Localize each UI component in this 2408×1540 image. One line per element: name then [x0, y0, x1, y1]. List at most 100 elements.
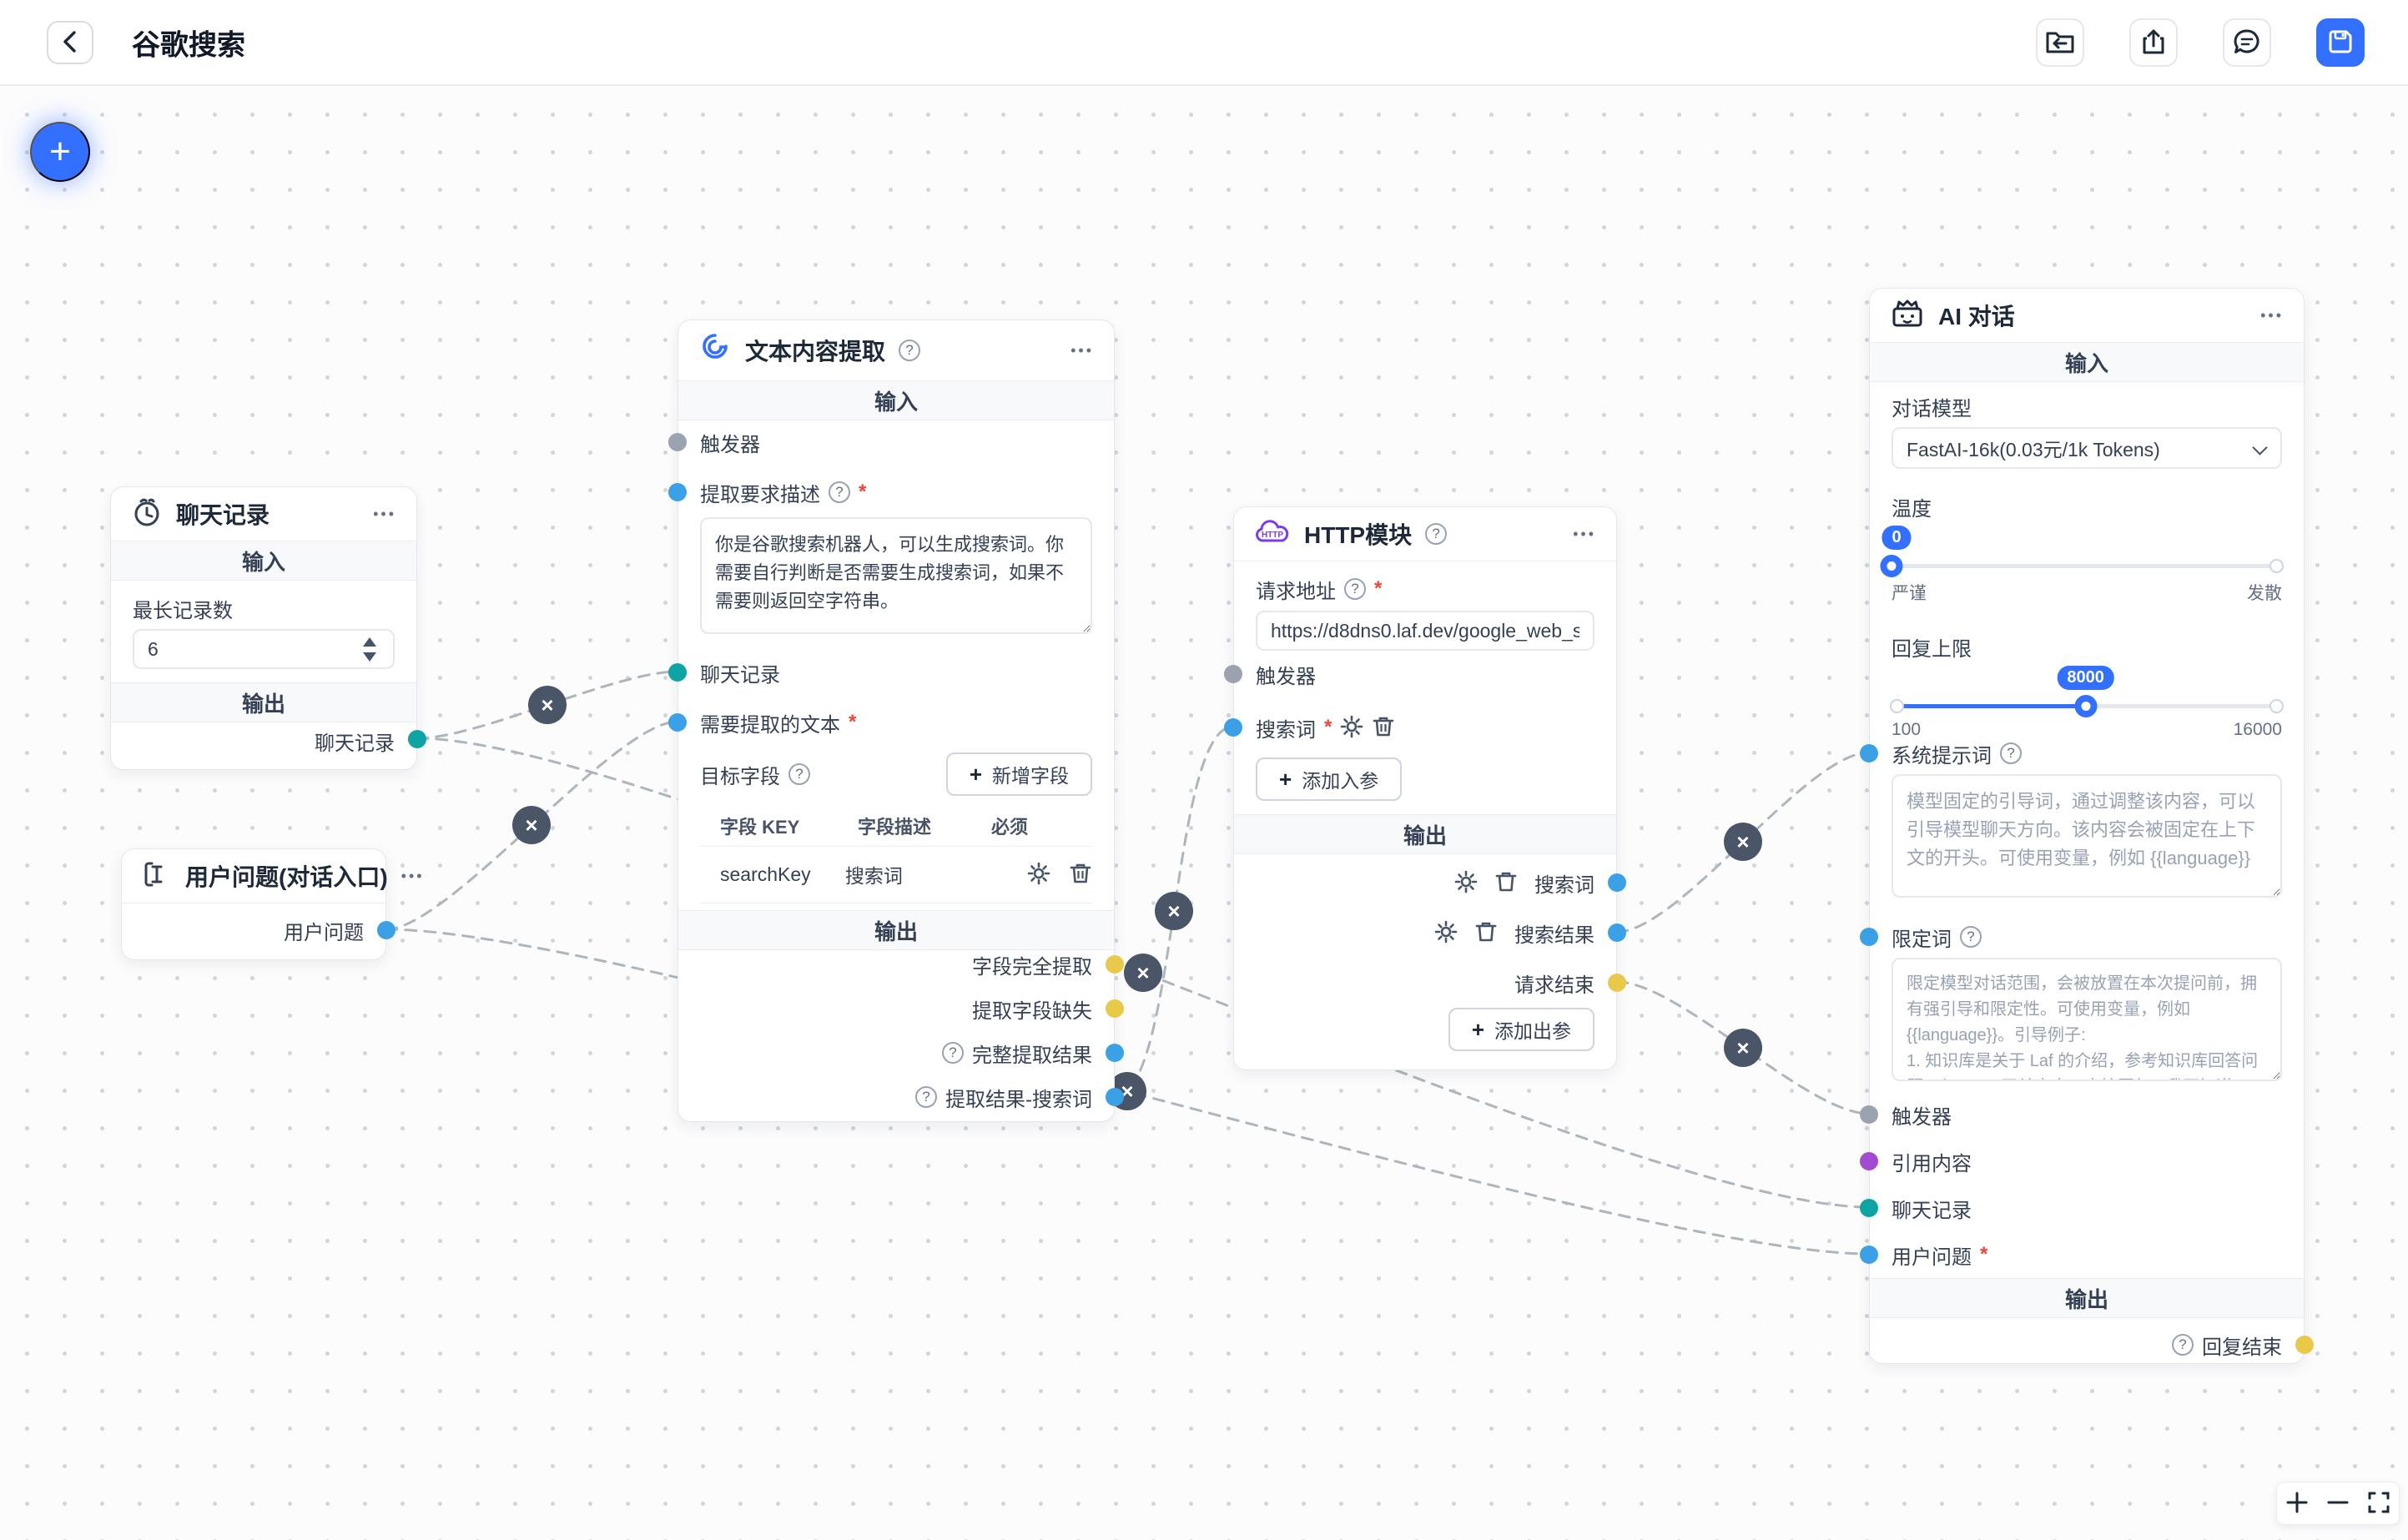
node-header: 文本内容提取 ? •••: [678, 320, 1114, 380]
wire-delete-button[interactable]: ×: [1155, 892, 1193, 930]
port-out-chat-history[interactable]: [408, 730, 426, 748]
port-in-user-question[interactable]: [1860, 1246, 1878, 1264]
port-in-chat-history[interactable]: [668, 663, 687, 682]
node-content-extract[interactable]: 文本内容提取 ? ••• 输入 触发器 提取要求描述 ? * 你是谷歌搜索机器人…: [668, 320, 1124, 1122]
port-out-search-word[interactable]: [1608, 873, 1626, 892]
zoom-out-button[interactable]: [2325, 1490, 2350, 1517]
add-output-param-button[interactable]: + 添加出参: [1448, 1008, 1594, 1051]
slider-value-badge: 8000: [2057, 666, 2114, 690]
port-in-trigger[interactable]: [1860, 1105, 1878, 1124]
step-down-icon[interactable]: [363, 652, 376, 662]
port-out-reply-end[interactable]: [2295, 1336, 2314, 1354]
port-in-quote[interactable]: [1860, 1152, 1878, 1170]
node-chat-history[interactable]: 聊天记录 ••• 输入 最长记录数 6 输出 聊天记录: [110, 486, 426, 770]
port-in-extract-desc[interactable]: [668, 483, 687, 501]
help-icon[interactable]: ?: [2000, 742, 2022, 764]
help-icon[interactable]: ?: [899, 340, 921, 361]
system-prompt-textarea[interactable]: [1892, 774, 2282, 898]
param-settings-button[interactable]: [1340, 715, 1363, 741]
port-in-trigger[interactable]: [668, 433, 687, 451]
node-http[interactable]: HTTP HTTP模块 ? ••• 请求地址 ? * https://d8dns…: [1224, 506, 1626, 1070]
help-icon[interactable]: ?: [942, 1042, 964, 1064]
port-out-search-result[interactable]: [1608, 923, 1626, 942]
port-out-full-result[interactable]: [1106, 1044, 1124, 1062]
node-user-question[interactable]: 用户问题(对话入口) ••• 用户问题: [121, 848, 422, 960]
field-row-searchkey: searchKey 搜索词: [700, 853, 1092, 896]
zoom-in-button[interactable]: [2285, 1490, 2310, 1517]
add-field-button[interactable]: + 新增字段: [945, 752, 1092, 796]
node-title: HTTP模块: [1304, 522, 1413, 548]
fullscreen-icon: [2366, 1490, 2391, 1517]
add-node-button[interactable]: +: [30, 122, 90, 182]
wire-delete-button[interactable]: ×: [1724, 1029, 1762, 1067]
node-header: HTTP HTTP模块 ? •••: [1234, 507, 1616, 561]
save-icon: [2327, 28, 2354, 58]
export-button[interactable]: [2129, 18, 2178, 67]
field-delete-button[interactable]: [1069, 862, 1092, 888]
port-in-text-to-extract[interactable]: [668, 713, 687, 732]
help-icon[interactable]: ?: [829, 481, 850, 503]
help-icon[interactable]: ?: [915, 1086, 937, 1108]
help-icon[interactable]: ?: [1425, 523, 1448, 545]
port-out-request-end[interactable]: [1608, 974, 1626, 992]
node-title: 聊天记录: [176, 502, 270, 528]
slider-start-cap: [1890, 699, 1904, 713]
outputs-band: 输出: [678, 910, 1114, 950]
save-button[interactable]: [2316, 18, 2365, 67]
chat-bubble-icon: [2233, 28, 2261, 58]
header-actions: [2036, 18, 2365, 67]
node-ai-chat[interactable]: AI 对话 ••• 输入 对话模型 FastAI-16k(0.03元/1k To…: [1860, 288, 2314, 1364]
wire-delete-button[interactable]: ×: [1124, 954, 1162, 992]
add-input-param-button[interactable]: + 添加入参: [1256, 757, 1403, 801]
help-icon[interactable]: ?: [1960, 926, 1982, 948]
max-reply-slider[interactable]: 8000 100 16000: [1890, 666, 2284, 740]
more-menu-icon[interactable]: •••: [373, 505, 396, 522]
port-in-chat-history[interactable]: [1860, 1199, 1878, 1217]
output-settings-button[interactable]: [1434, 920, 1458, 946]
port-out-fields-complete[interactable]: [1106, 955, 1124, 974]
temperature-slider[interactable]: 0 严谨 发散: [1880, 526, 2284, 605]
port-in-trigger[interactable]: [1224, 665, 1242, 683]
output-settings-button[interactable]: [1454, 870, 1478, 896]
model-select[interactable]: FastAI-16k(0.03元/1k Tokens): [1892, 427, 2282, 469]
slider-track[interactable]: 8000: [1890, 666, 2284, 717]
slider-handle[interactable]: [1880, 555, 1903, 577]
wire-delete-button[interactable]: ×: [1724, 823, 1762, 861]
wire-delete-button[interactable]: ×: [512, 806, 551, 844]
help-icon[interactable]: ?: [2172, 1334, 2194, 1356]
chat-test-button[interactable]: [2223, 18, 2271, 67]
field-settings-button[interactable]: [1027, 862, 1050, 888]
more-menu-icon[interactable]: •••: [1071, 341, 1094, 359]
port-out-searchkey[interactable]: [1106, 1088, 1124, 1106]
wire-delete-button[interactable]: ×: [528, 686, 567, 724]
more-menu-icon[interactable]: •••: [400, 867, 425, 884]
help-icon[interactable]: ?: [1344, 578, 1366, 600]
slider-handle[interactable]: [2074, 695, 2098, 717]
help-icon[interactable]: ?: [788, 763, 810, 785]
system-prompt-label: 系统提示词 ?: [1892, 739, 2282, 767]
import-button[interactable]: [2036, 18, 2084, 67]
max-records-input[interactable]: 6: [133, 629, 395, 669]
url-input[interactable]: https://d8dns0.laf.dev/google_web_search: [1256, 611, 1594, 651]
share-icon: [2140, 28, 2167, 58]
param-delete-button[interactable]: [1372, 715, 1395, 741]
output-delete-button[interactable]: [1494, 870, 1518, 896]
quantity-stepper[interactable]: [363, 637, 380, 662]
output-delete-button[interactable]: [1474, 920, 1498, 946]
fit-view-button[interactable]: [2366, 1490, 2391, 1517]
port-in-search-param[interactable]: [1224, 718, 1242, 737]
port-in-constraint[interactable]: [1860, 928, 1878, 946]
constraint-textarea[interactable]: [1892, 958, 2282, 1081]
step-up-icon[interactable]: [363, 637, 376, 647]
port-in-system-prompt[interactable]: [1860, 744, 1878, 762]
extract-desc-textarea[interactable]: 你是谷歌搜索机器人，可以生成搜索词。你需要自行判断是否需要生成搜索词，如果不需要…: [700, 517, 1092, 634]
more-menu-icon[interactable]: •••: [2260, 306, 2284, 324]
gear-icon: [1027, 862, 1050, 888]
port-out-fields-missing[interactable]: [1106, 999, 1124, 1018]
more-menu-icon[interactable]: •••: [1573, 525, 1596, 542]
text-cursor-icon: [142, 859, 172, 893]
back-button[interactable]: [47, 21, 93, 64]
slider-track[interactable]: 0: [1880, 526, 2284, 577]
close-icon: ×: [1736, 1034, 1750, 1060]
port-out-user-question[interactable]: [377, 921, 395, 939]
